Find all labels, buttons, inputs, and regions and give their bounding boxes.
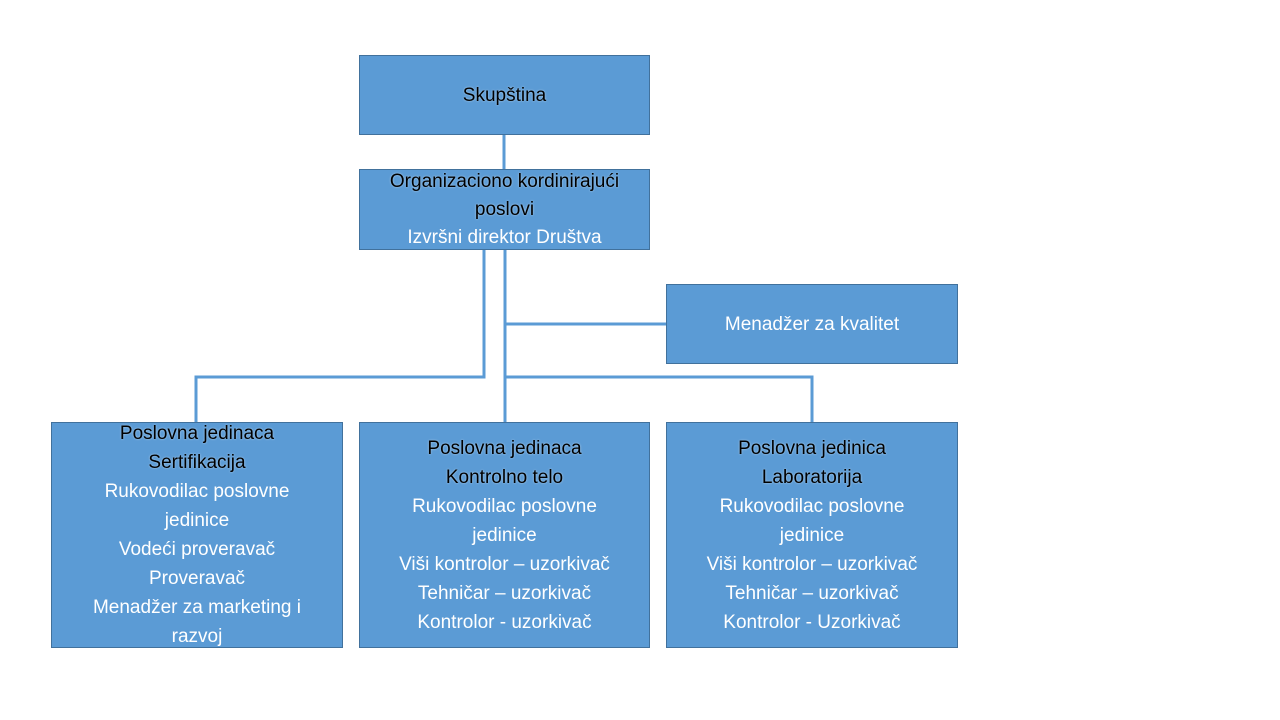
unit-kontrolno-telo-box: Poslovna jedinaca Kontrolno telo Rukovod… <box>359 422 650 648</box>
unit-role: jedinice <box>472 524 537 546</box>
unit-sertifikacija-box: Poslovna jedinaca Sertifikacija Rukovodi… <box>51 422 343 648</box>
unit-role: Menadžer za marketing i <box>92 597 302 618</box>
unit-role: razvoj <box>171 626 223 647</box>
coordination-title-line-1: Organizaciono kordinirajući <box>389 170 620 192</box>
unit-role: Tehničar – uzorkivač <box>725 582 899 604</box>
quality-manager-role: Menadžer za kvalitet <box>724 313 900 335</box>
assembly-box: Skupština <box>359 55 650 135</box>
unit-role: jedinice <box>164 510 230 531</box>
unit-title-line-2: Kontrolno telo <box>445 466 564 488</box>
unit-role: Kontrolor - uzorkivač <box>417 611 592 633</box>
unit-title-line-1: Poslovna jedinaca <box>427 437 582 459</box>
unit-laboratorija-box: Poslovna jedinica Laboratorija Rukovodil… <box>666 422 958 648</box>
unit-title-line-1: Poslovna jedinaca <box>119 423 275 444</box>
unit-role: Rukovodilac poslovne <box>719 495 905 517</box>
unit-role: Proveravač <box>148 568 246 589</box>
unit-title-line-2: Sertifikacija <box>148 452 246 473</box>
unit-role: Rukovodilac poslovne <box>412 495 597 517</box>
unit-role: Viši kontrolor – uzorkivač <box>399 553 610 575</box>
unit-role: jedinice <box>779 524 845 546</box>
unit-role: Vodeći proveravač <box>118 539 276 560</box>
unit-role: Viši kontrolor – uzorkivač <box>706 553 918 575</box>
unit-title-line-2: Laboratorija <box>761 466 863 488</box>
coordination-title-line-2: poslovi <box>474 198 535 220</box>
unit-role: Tehničar – uzorkivač <box>417 582 592 604</box>
unit-role: Kontrolor - Uzorkivač <box>723 611 901 633</box>
unit-role: Rukovodilac poslovne <box>104 481 290 502</box>
connector-laboratorija <box>505 375 814 422</box>
unit-title-line-1: Poslovna jedinica <box>738 437 886 459</box>
connector-coordination-sertifikacija <box>194 250 486 422</box>
coordination-box: Organizaciono kordinirajući poslovi Izvr… <box>359 169 650 250</box>
coordination-role: Izvršni direktor Društva <box>407 226 602 248</box>
assembly-title: Skupština <box>462 84 547 106</box>
quality-manager-box: Menadžer za kvalitet <box>666 284 958 364</box>
